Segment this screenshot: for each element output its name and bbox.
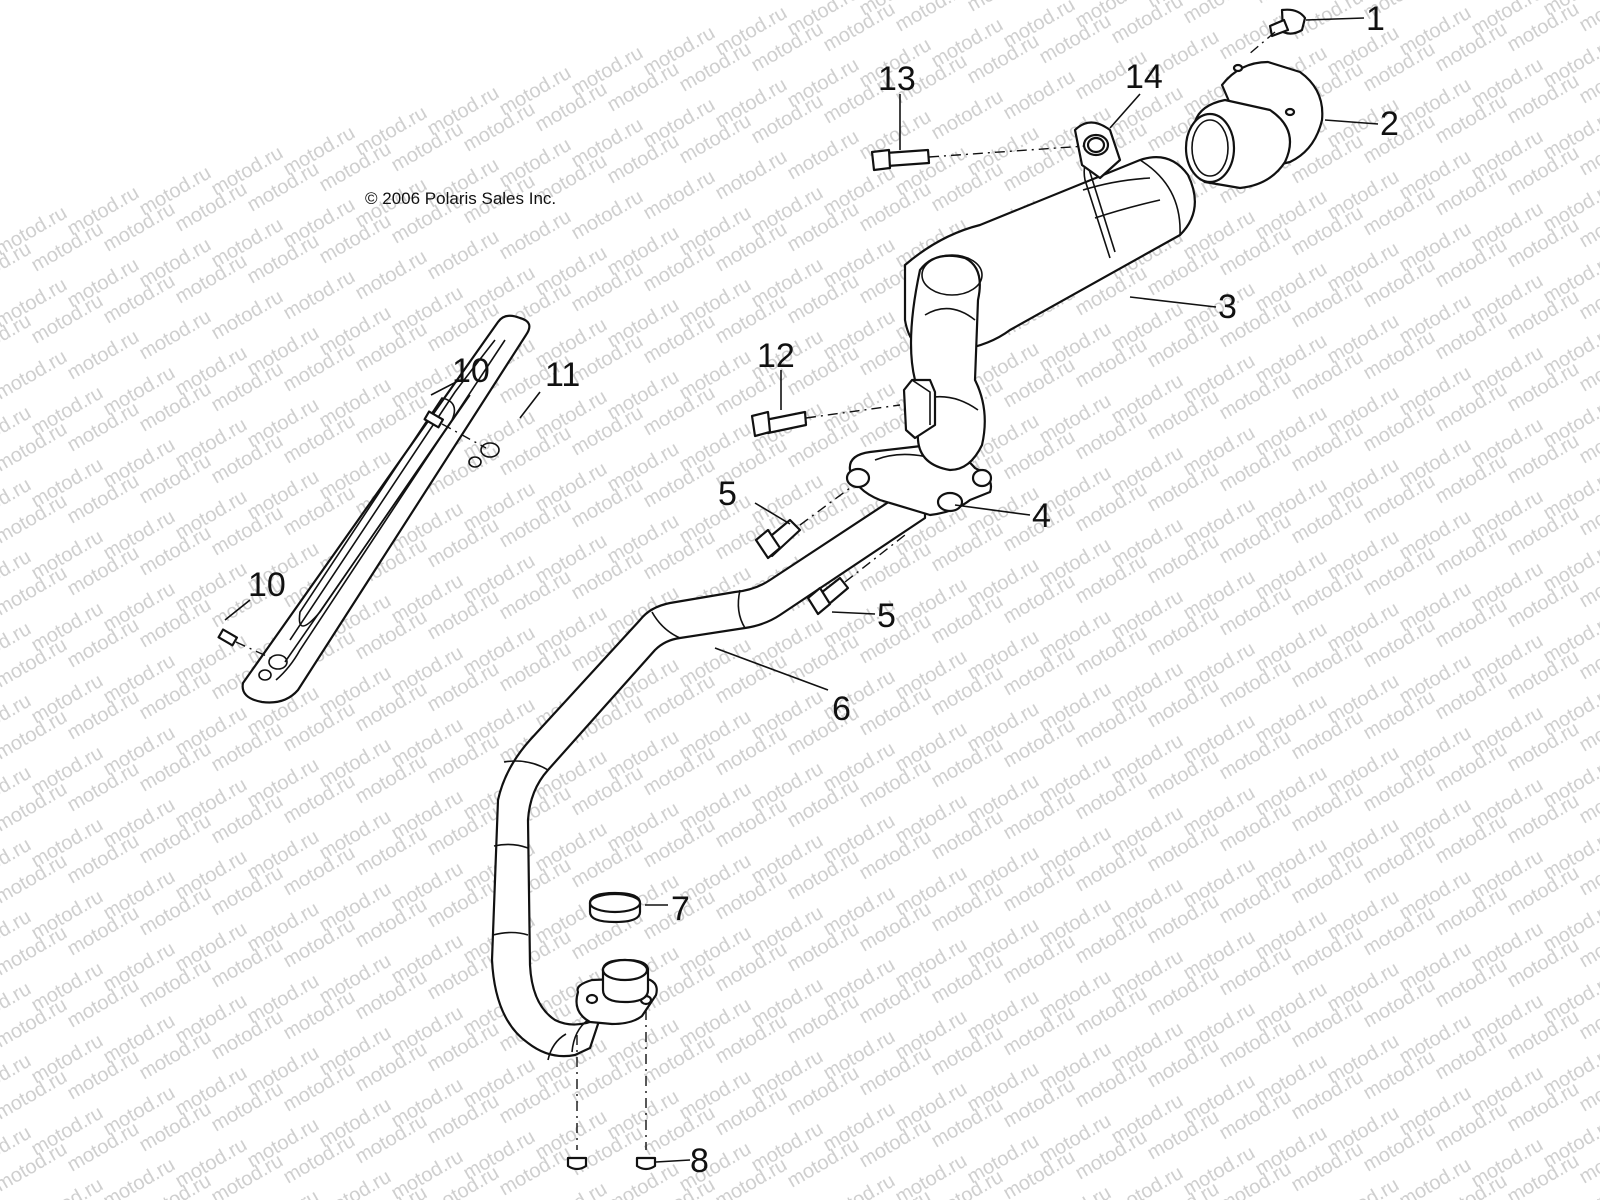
callout-11: 11 (545, 356, 580, 394)
watermark-text: motod.ru (496, 206, 575, 265)
watermark-text: motod.ru (964, 0, 1043, 16)
watermark-text: motod.ru (280, 266, 359, 325)
watermark-text: motod.ru (1036, 1182, 1115, 1200)
callout-10-lower: 10 (248, 566, 286, 604)
watermark-text: motod.ru (640, 166, 719, 225)
callout-2: 2 (1380, 105, 1399, 143)
watermark-text: motod.ru (244, 1186, 323, 1200)
watermark-text: motod.ru (892, 0, 971, 36)
muffler-bracket-grommet (1086, 136, 1106, 154)
watermark-text: motod.ru (352, 246, 431, 305)
copyright-text: © 2006 Polaris Sales Inc. (365, 189, 556, 208)
callout-6: 6 (832, 690, 851, 728)
callout-14: 14 (1125, 58, 1163, 96)
watermark-text: motod.ru (0, 346, 71, 405)
watermark-text: motod.ru (1324, 1174, 1403, 1200)
watermark-text: motod.ru (316, 1166, 395, 1200)
callout-5-lower: 5 (877, 597, 896, 635)
callout-5-upper: 5 (718, 475, 737, 513)
watermark-text: motod.ru (532, 1178, 611, 1200)
callout-10-upper: 10 (452, 352, 490, 390)
watermark-text: motod.ru (1576, 0, 1600, 36)
watermark-text: motod.ru (1108, 1162, 1187, 1200)
exhaust-gasket (588, 891, 642, 924)
watermark-text: motod.ru (568, 186, 647, 245)
watermark-text: motod.ru (1000, 66, 1079, 125)
watermark-text: motod.ru (712, 146, 791, 205)
callout-8: 8 (690, 1142, 709, 1180)
watermark-text: motod.ru (820, 1170, 899, 1200)
callout-13: 13 (878, 60, 916, 98)
watermark-text: motod.ru (1180, 0, 1259, 28)
callout-7: 7 (671, 890, 690, 928)
watermark-text: motod.ru (784, 126, 863, 185)
callout-1: 1 (1366, 0, 1385, 38)
watermark-text: motod.ru (928, 86, 1007, 145)
watermark-text: motod.ru (64, 326, 143, 385)
watermark-text: motod.ru (208, 286, 287, 345)
watermark-text: motod.ru (28, 1174, 107, 1200)
callout-4: 4 (1032, 497, 1051, 535)
watermark-text: motod.ru (424, 226, 503, 285)
callout-3: 3 (1218, 288, 1237, 326)
watermark-text: motod.ru (136, 306, 215, 365)
callout-12: 12 (757, 337, 795, 375)
